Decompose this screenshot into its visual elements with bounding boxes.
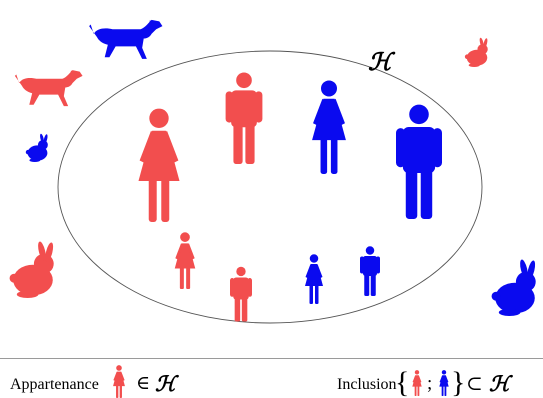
rabbit-blue-large-icon bbox=[491, 258, 537, 316]
rabbit-red-small-icon bbox=[464, 37, 489, 67]
woman-red-inclusion-icon bbox=[412, 370, 422, 396]
separator: ; bbox=[427, 373, 432, 394]
inclusion-operator: ⊂ bbox=[466, 373, 483, 395]
dog-blue-icon bbox=[89, 19, 163, 59]
membership-operator: ∈ bbox=[136, 373, 150, 394]
rabbit-blue-small-icon bbox=[25, 133, 49, 162]
legend-divider bbox=[0, 358, 543, 359]
girl-red-icon bbox=[174, 232, 196, 289]
brace-open: { bbox=[395, 366, 409, 398]
boy-red-icon bbox=[230, 266, 252, 322]
man-red-icon bbox=[225, 72, 263, 164]
inclusion-label: Inclusion bbox=[337, 376, 397, 393]
rabbit-red-large-icon bbox=[9, 240, 55, 298]
brace-close: } bbox=[451, 366, 465, 398]
membership-set-label: ℋ bbox=[155, 371, 180, 396]
membership-label: Appartenance bbox=[10, 376, 99, 393]
woman-blue-icon bbox=[312, 80, 346, 174]
woman-red-icon bbox=[138, 108, 180, 222]
boy-blue-icon bbox=[360, 246, 380, 296]
man-blue-icon bbox=[396, 104, 442, 219]
dog-red-icon bbox=[14, 70, 83, 107]
woman-red-legend-icon bbox=[113, 365, 125, 398]
girl-blue-icon bbox=[305, 254, 323, 304]
set-ellipse bbox=[57, 50, 483, 324]
set-label: ℋ bbox=[368, 47, 396, 76]
woman-blue-inclusion-icon bbox=[439, 370, 449, 396]
inclusion-set-label: ℋ bbox=[489, 371, 514, 396]
